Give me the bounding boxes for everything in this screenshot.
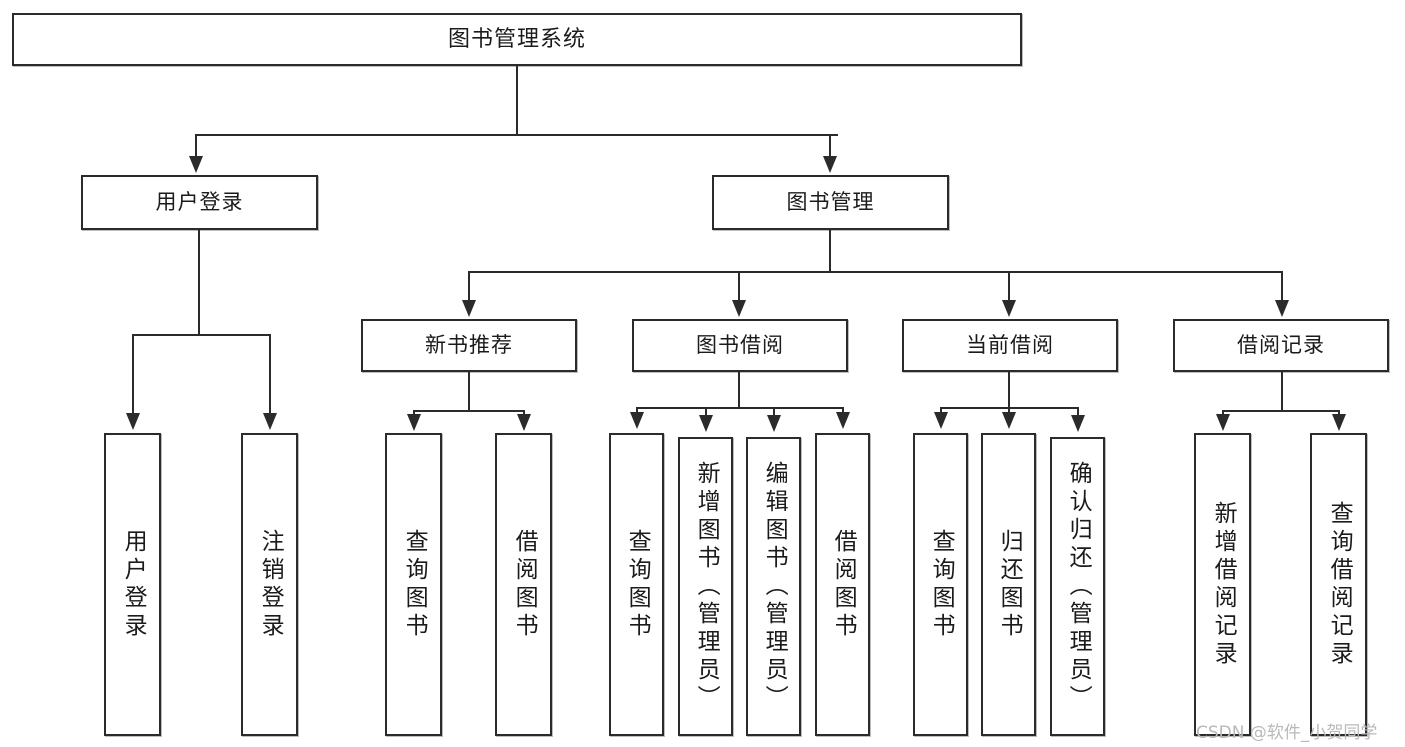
connector-bb-drop-3 bbox=[773, 407, 775, 417]
connector-book-borrow-stem bbox=[738, 372, 740, 409]
node-leaf-query-book-current[interactable]: 查询图书 bbox=[913, 433, 968, 736]
connector-book-management-stem bbox=[829, 230, 831, 273]
connector-cb-drop-1 bbox=[940, 407, 942, 414]
connector-borrow-record-bus bbox=[1223, 410, 1339, 412]
node-label: 注销登录 bbox=[257, 528, 284, 641]
connector-to-borrow-record bbox=[1281, 271, 1283, 303]
connector-to-book-borrow bbox=[738, 271, 740, 303]
connector-to-book-management bbox=[829, 134, 831, 159]
connector-cb-drop-3 bbox=[1077, 407, 1079, 417]
connector-current-borrow-bus bbox=[941, 407, 1079, 409]
connector-user-login-stem bbox=[198, 230, 200, 335]
node-current-borrow[interactable]: 当前借阅 bbox=[902, 319, 1118, 372]
node-label: 查询图书 bbox=[401, 528, 428, 641]
arrowhead-to-new-book-recommend bbox=[462, 300, 476, 317]
node-leaf-borrow-book-borrow[interactable]: 借阅图书 bbox=[815, 433, 870, 736]
node-label: 图书借阅 bbox=[696, 333, 784, 358]
arrowhead-leaf-query-book-3 bbox=[934, 412, 948, 429]
node-label: 借阅记录 bbox=[1237, 333, 1325, 358]
node-book-borrow[interactable]: 图书借阅 bbox=[632, 319, 848, 372]
arrowhead-leaf-query-book-1 bbox=[407, 414, 421, 431]
connector-book-borrow-bus bbox=[637, 407, 844, 409]
arrowhead-leaf-query-borrow-record bbox=[1332, 414, 1346, 431]
connector-user-login-drop-2 bbox=[269, 334, 271, 416]
arrowhead-leaf-add-borrow-record bbox=[1216, 414, 1230, 431]
arrowhead-leaf-return-book bbox=[1002, 412, 1016, 429]
connector-new-book-recommend-stem bbox=[468, 372, 470, 412]
node-label: 新书推荐 bbox=[425, 333, 513, 358]
connector-level2-bus bbox=[469, 271, 1283, 273]
node-label: 借阅图书 bbox=[830, 528, 857, 641]
arrowhead-leaf-query-book-2 bbox=[630, 412, 644, 429]
node-leaf-query-borrow-record[interactable]: 查询借阅记录 bbox=[1310, 433, 1367, 736]
connector-borrow-record-stem bbox=[1281, 372, 1283, 412]
node-label: 借阅图书 bbox=[511, 528, 538, 641]
node-leaf-query-book-new-recommend[interactable]: 查询图书 bbox=[385, 433, 442, 736]
connector-user-login-bus bbox=[133, 334, 270, 336]
node-label: 图书管理 bbox=[786, 190, 875, 215]
arrowhead-leaf-borrow-book-2 bbox=[836, 412, 850, 429]
node-leaf-user-login[interactable]: 用户登录 bbox=[104, 433, 161, 736]
node-label: 查询借阅记录 bbox=[1326, 500, 1353, 669]
node-new-book-recommend[interactable]: 新书推荐 bbox=[361, 319, 577, 372]
arrowhead-to-borrow-record bbox=[1275, 300, 1289, 317]
node-label: 新增借阅记录 bbox=[1210, 500, 1237, 669]
connector-cb-drop-2 bbox=[1008, 407, 1010, 414]
arrowhead-leaf-confirm-return bbox=[1071, 415, 1085, 432]
node-label: 确认归还（管理员） bbox=[1065, 460, 1092, 713]
connector-to-user-login bbox=[195, 134, 197, 159]
connector-current-borrow-stem bbox=[1008, 372, 1010, 409]
node-leaf-edit-book-admin[interactable]: 编辑图书（管理员） bbox=[746, 437, 801, 736]
node-leaf-query-book-borrow[interactable]: 查询图书 bbox=[609, 433, 664, 736]
node-label: 归还图书 bbox=[996, 528, 1023, 641]
connector-to-current-borrow bbox=[1008, 271, 1010, 303]
node-leaf-user-logout[interactable]: 注销登录 bbox=[241, 433, 298, 736]
node-label: 新增图书（管理员） bbox=[693, 460, 720, 713]
connector-new-book-recommend-bus bbox=[414, 410, 524, 412]
arrowhead-leaf-user-logout bbox=[263, 413, 277, 430]
connector-bb-drop-4 bbox=[842, 407, 844, 414]
arrowhead-leaf-add-book bbox=[699, 415, 713, 432]
node-user-login[interactable]: 用户登录 bbox=[81, 175, 318, 230]
connector-bb-drop-1 bbox=[636, 407, 638, 414]
node-leaf-borrow-book-new-recommend[interactable]: 借阅图书 bbox=[495, 433, 552, 736]
node-label: 图书管理系统 bbox=[447, 26, 586, 52]
node-label: 查询图书 bbox=[928, 528, 955, 641]
arrowhead-to-current-borrow bbox=[1002, 300, 1016, 317]
node-leaf-add-book-admin[interactable]: 新增图书（管理员） bbox=[678, 437, 733, 736]
node-leaf-add-borrow-record[interactable]: 新增借阅记录 bbox=[1194, 433, 1251, 736]
node-label: 用户登录 bbox=[120, 528, 147, 641]
node-leaf-return-book[interactable]: 归还图书 bbox=[981, 433, 1036, 736]
node-borrow-record[interactable]: 借阅记录 bbox=[1173, 319, 1389, 372]
node-leaf-confirm-return-admin[interactable]: 确认归还（管理员） bbox=[1050, 437, 1105, 736]
node-book-management[interactable]: 图书管理 bbox=[712, 175, 949, 230]
connector-level1-bus bbox=[196, 134, 838, 136]
arrowhead-leaf-edit-book bbox=[767, 415, 781, 432]
connector-user-login-drop-1 bbox=[132, 334, 134, 416]
arrowhead-to-user-login bbox=[189, 156, 203, 173]
connector-bb-drop-2 bbox=[705, 407, 707, 417]
arrowhead-leaf-borrow-book-1 bbox=[517, 414, 531, 431]
arrowhead-leaf-user-login bbox=[126, 413, 140, 430]
node-root-book-management-system[interactable]: 图书管理系统 bbox=[12, 13, 1022, 66]
node-label: 查询图书 bbox=[624, 528, 651, 641]
arrowhead-to-book-borrow bbox=[732, 300, 746, 317]
node-label: 用户登录 bbox=[155, 190, 244, 215]
connector-to-new-book-recommend bbox=[468, 271, 470, 303]
arrowhead-to-book-management bbox=[823, 156, 837, 173]
connector-root-stem bbox=[516, 66, 518, 135]
node-label: 当前借阅 bbox=[966, 333, 1054, 358]
node-label: 编辑图书（管理员） bbox=[761, 460, 788, 713]
